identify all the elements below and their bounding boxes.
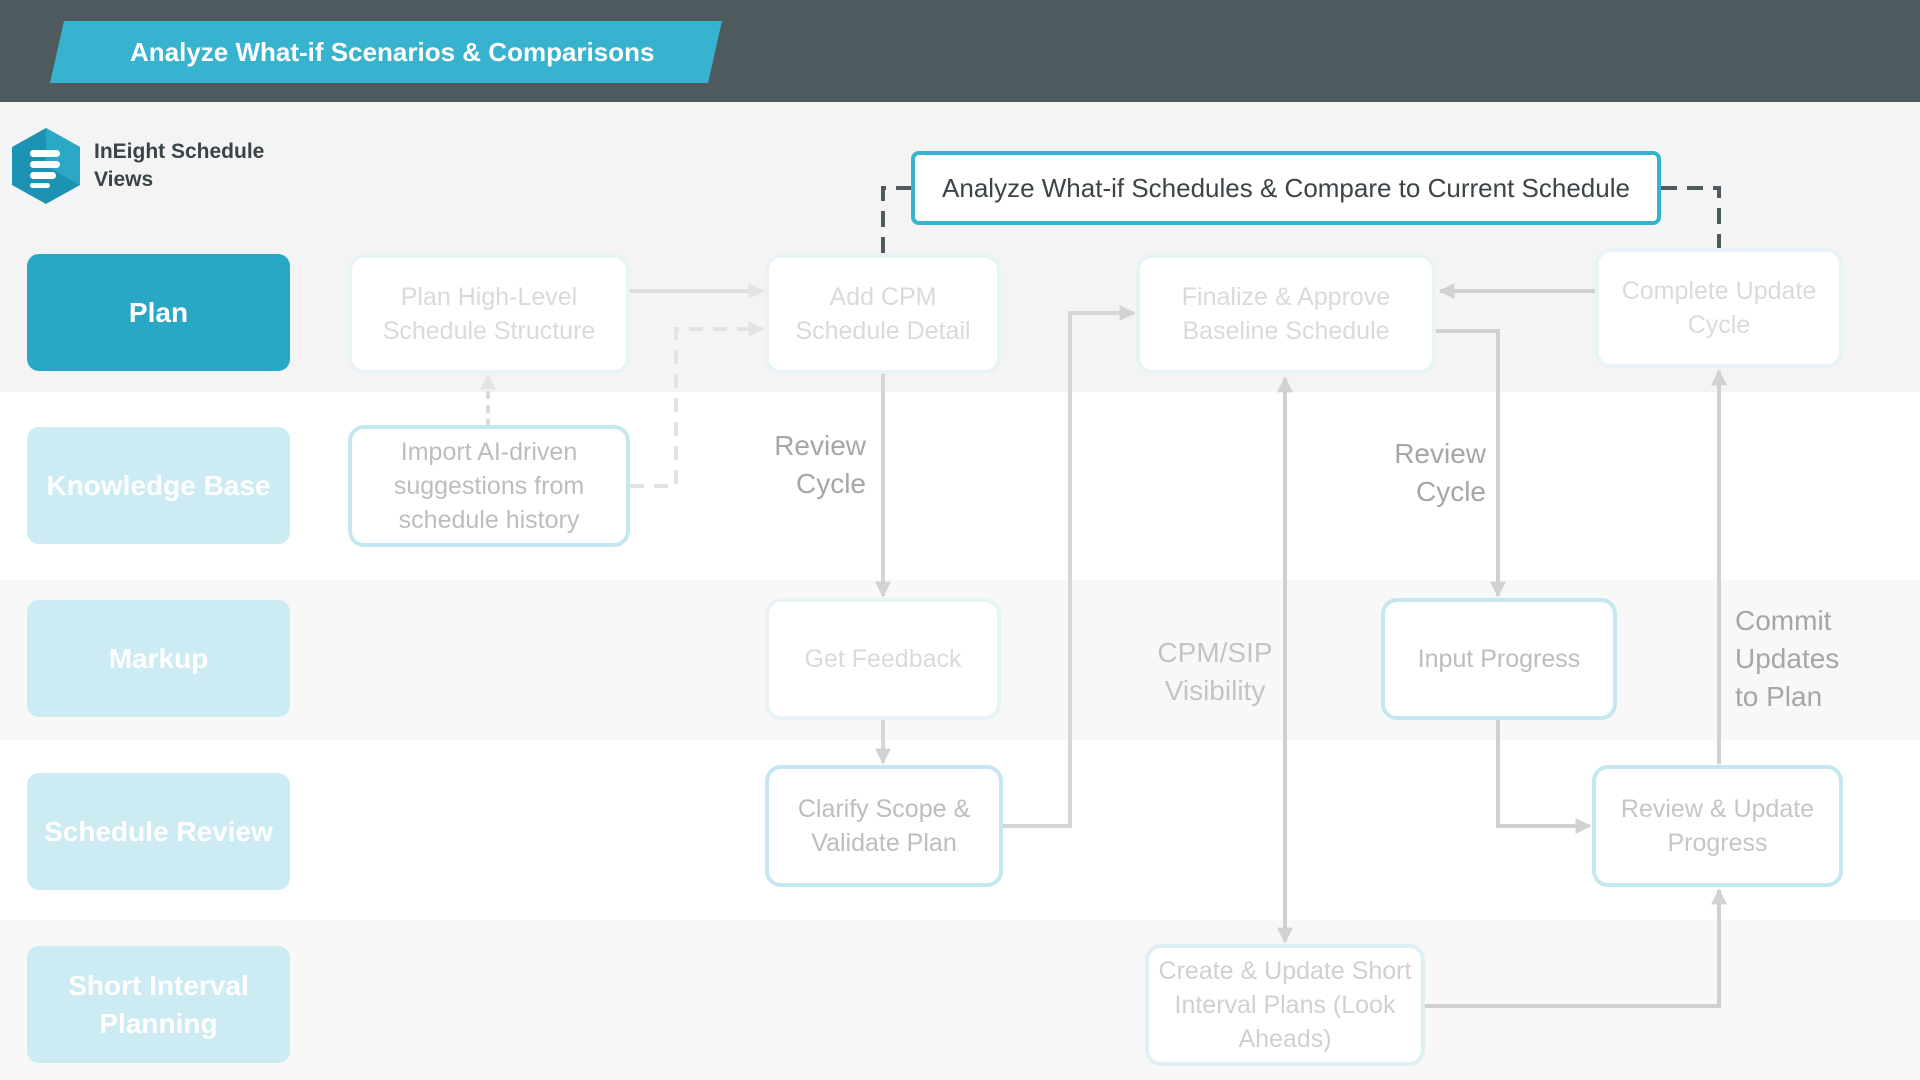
label-review-cycle-1: Review Cycle: [774, 430, 866, 499]
node-review-update-progress[interactable]: Review & Update Progress: [1592, 765, 1843, 887]
node-create-update-short-interval-plans[interactable]: Create & Update Short Interval Plans (Lo…: [1145, 944, 1425, 1066]
lane-markup[interactable]: Markup: [27, 600, 290, 717]
lane-short-interval-planning[interactable]: Short Interval Planning: [27, 946, 290, 1063]
lane-plan[interactable]: Plan: [27, 254, 290, 371]
lane-schedule-review[interactable]: Schedule Review: [27, 773, 290, 890]
node-finalize-approve-baseline-schedule[interactable]: Finalize & Approve Baseline Schedule: [1136, 254, 1436, 374]
label-commit-updates-to-plan: Commit Updates to Plan: [1735, 605, 1840, 712]
lane-knowledge-base[interactable]: Knowledge Base: [27, 427, 290, 544]
node-get-feedback[interactable]: Get Feedback: [765, 598, 1001, 720]
node-import-ai-suggestions[interactable]: Import AI-driven suggestions from schedu…: [348, 425, 630, 547]
lane-band-knowledge-base: [0, 392, 1920, 580]
label-review-cycle-2: Review Cycle: [1394, 438, 1486, 507]
node-plan-high-level-schedule-structure[interactable]: Plan High-Level Schedule Structure: [348, 254, 630, 374]
page-title: Analyze What-if Scenarios & Comparisons: [50, 21, 722, 83]
node-input-progress[interactable]: Input Progress: [1381, 598, 1617, 720]
node-add-cpm-schedule-detail[interactable]: Add CPM Schedule Detail: [765, 254, 1001, 374]
node-complete-update-cycle[interactable]: Complete Update Cycle: [1595, 248, 1843, 368]
label-cpm-sip-visibility: CPM/SIP Visibility: [1157, 637, 1273, 706]
lane-band-short-interval: [0, 920, 1920, 1080]
node-clarify-scope-validate-plan[interactable]: Clarify Scope & Validate Plan: [765, 765, 1003, 887]
focus-step-analyze-what-if[interactable]: Analyze What-if Schedules & Compare to C…: [911, 151, 1661, 225]
schedule-views-hexagon-icon: [8, 126, 84, 206]
brand-name: InEight Schedule Views: [94, 140, 265, 191]
header-bar: Analyze What-if Scenarios & Comparisons: [0, 0, 1920, 102]
